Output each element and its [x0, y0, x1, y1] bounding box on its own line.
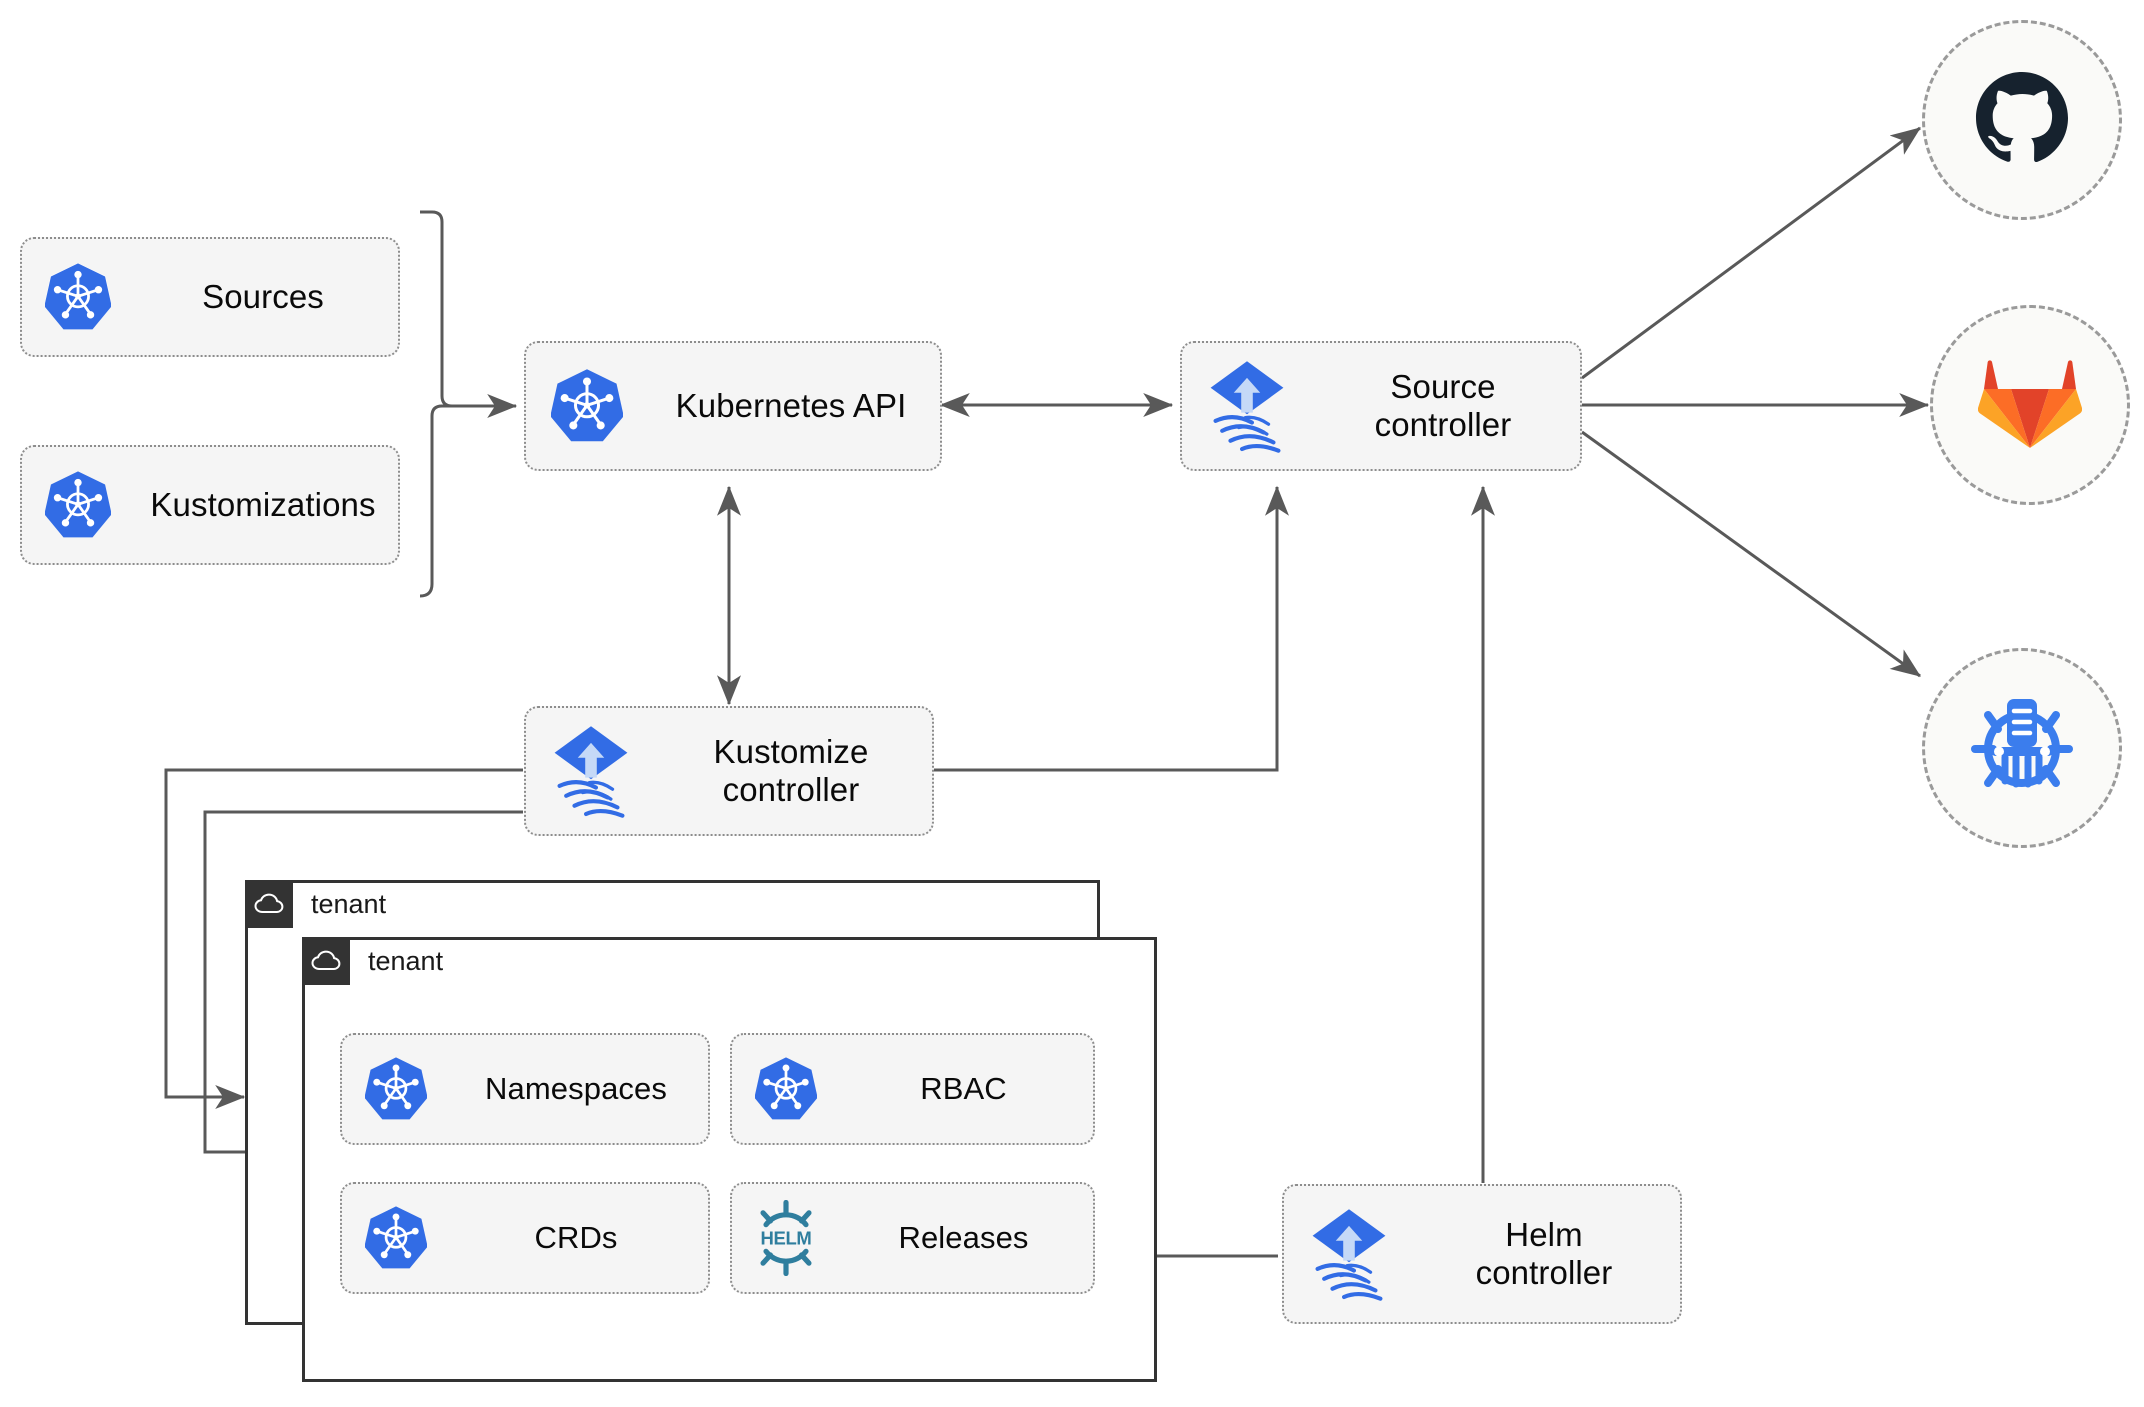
source-controller-line-2: controller [1374, 406, 1512, 443]
helm-controller-line-2: controller [1475, 1254, 1613, 1291]
node-label-kustomizations: Kustomizations [150, 485, 376, 523]
node-label-rbac: RBAC [920, 1071, 1007, 1107]
node-kustomizations[interactable]: Kustomizations [20, 445, 400, 565]
node-source-controller[interactable]: Source controller [1180, 341, 1582, 471]
kubernetes-icon [22, 261, 134, 333]
node-releases[interactable]: HELM Releases [730, 1182, 1095, 1294]
svg-text:HELM: HELM [761, 1228, 812, 1249]
node-label-kubernetes-api: Kubernetes API [675, 386, 907, 424]
cloud-icon [302, 937, 350, 985]
edge-source-to-github [1581, 126, 1921, 380]
flux-icon [1284, 1206, 1414, 1302]
kustomize-controller-line-2: controller [722, 771, 860, 808]
kubernetes-icon [732, 1055, 840, 1123]
source-controller-line-1: Source [1390, 367, 1496, 405]
tenant-tab-1[interactable]: tenant [245, 880, 386, 928]
node-sources[interactable]: Sources [20, 237, 400, 357]
kustomize-controller-line-1: Kustomize [713, 732, 869, 770]
helm-controller-line-1: Helm [1505, 1215, 1583, 1253]
edge-kustomize-to-source [932, 485, 1289, 772]
flux-icon [526, 723, 656, 819]
tenant-tab-label-1: tenant [311, 888, 387, 919]
node-helm-controller[interactable]: Helm controller [1282, 1184, 1682, 1324]
node-rbac[interactable]: RBAC [730, 1033, 1095, 1145]
tenant-tab-label-2: tenant [368, 945, 444, 976]
kubernetes-icon [22, 469, 134, 541]
group-bracket [419, 210, 453, 598]
node-label-helm-controller: Helm controller [1414, 1216, 1680, 1293]
helm-repository-icon [1967, 691, 2077, 806]
node-label-namespaces: Namespaces [485, 1071, 667, 1107]
node-label-kustomize-controller: Kustomize controller [656, 733, 932, 810]
repo-gitlab[interactable] [1930, 305, 2130, 505]
helm-icon: HELM [732, 1200, 840, 1276]
node-kubernetes-api[interactable]: Kubernetes API [524, 341, 942, 471]
node-label-source-controller: Source controller [1312, 368, 1580, 445]
gitlab-icon [1977, 354, 2083, 457]
tenant-tab-2[interactable]: tenant [302, 937, 443, 985]
node-label-releases: Releases [898, 1220, 1029, 1256]
flux-icon [1182, 358, 1312, 454]
node-label-crds: CRDs [534, 1220, 618, 1256]
cloud-icon [245, 880, 293, 928]
node-namespaces[interactable]: Namespaces [340, 1033, 710, 1145]
kubernetes-icon [342, 1204, 450, 1272]
node-crds[interactable]: CRDs [340, 1182, 710, 1294]
github-icon [1972, 68, 2072, 173]
kubernetes-icon [526, 367, 648, 445]
node-label-sources: Sources [202, 277, 324, 315]
kubernetes-icon [342, 1055, 450, 1123]
repo-helm-repository[interactable] [1922, 648, 2122, 848]
tenant-window-2 [302, 937, 1157, 1382]
node-kustomize-controller[interactable]: Kustomize controller [524, 706, 934, 836]
repo-github[interactable] [1922, 20, 2122, 220]
edge-source-to-helmrepo [1581, 430, 1921, 678]
